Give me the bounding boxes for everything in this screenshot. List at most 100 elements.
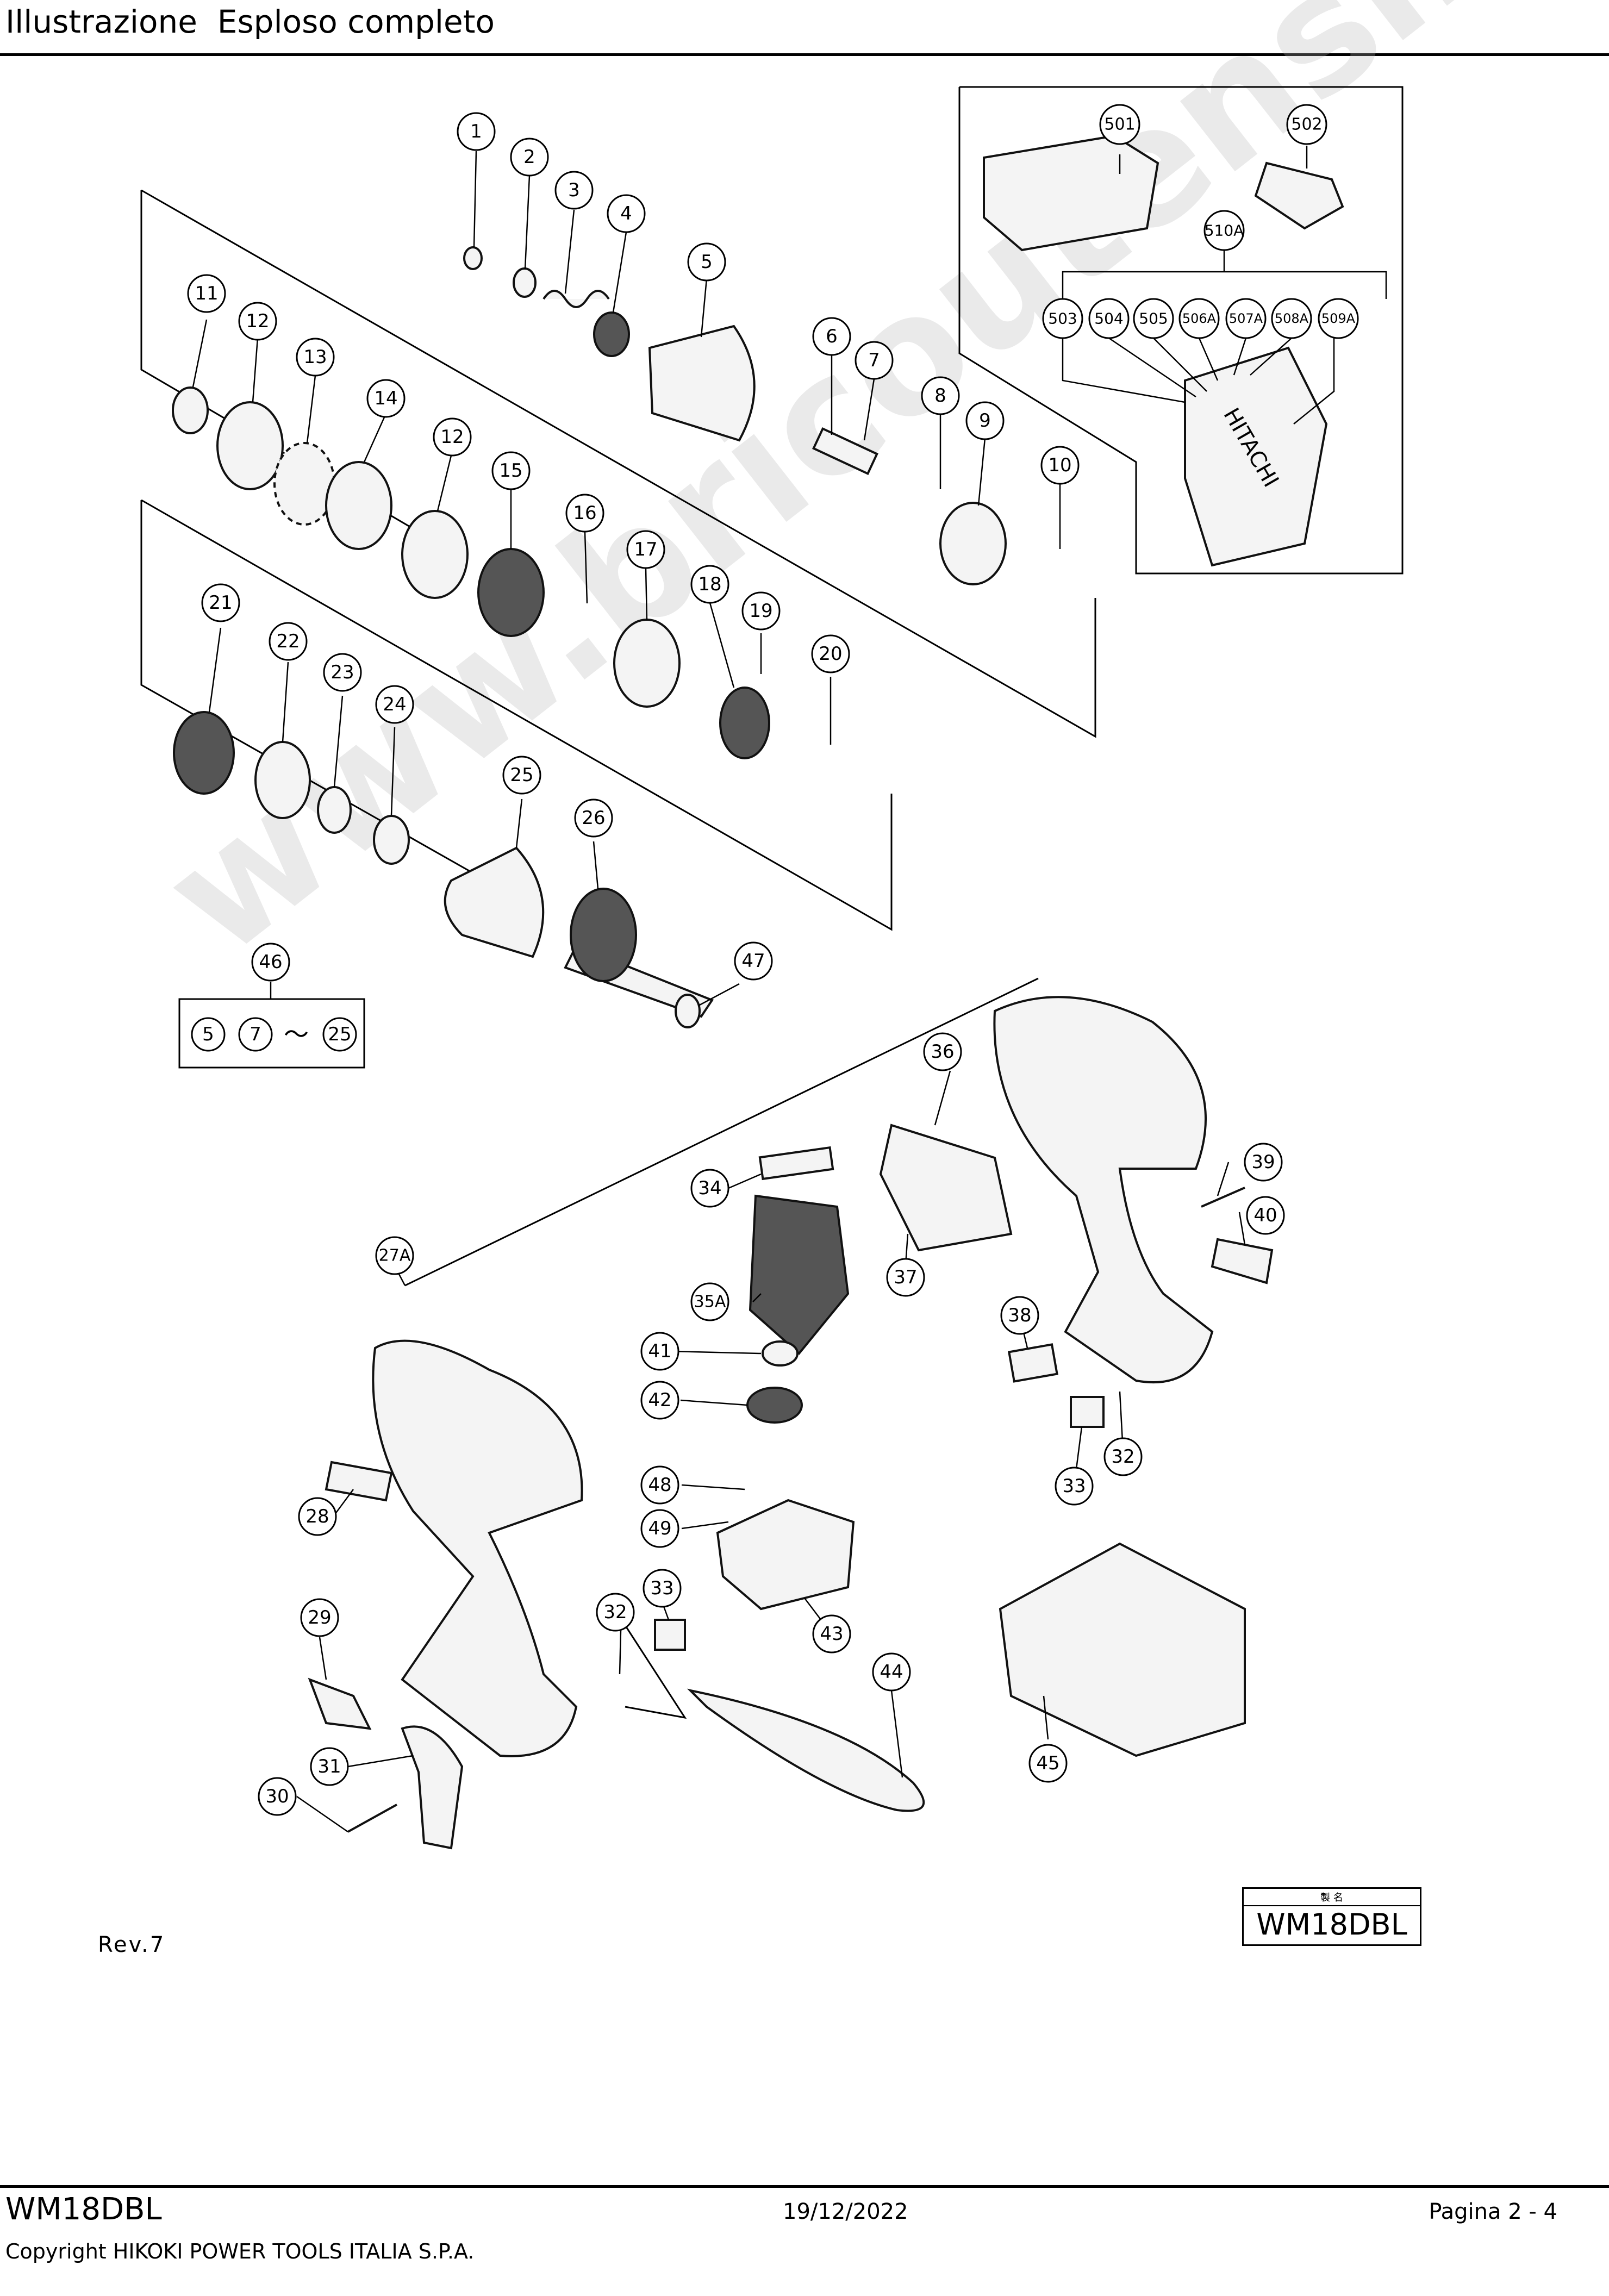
svg-text:10: 10 <box>1048 454 1071 476</box>
part-33a <box>654 1619 686 1651</box>
callout-25: 25 <box>502 756 541 795</box>
assembly-callout-7: 7 <box>238 1017 273 1052</box>
svg-text:31: 31 <box>317 1756 341 1777</box>
svg-text:3: 3 <box>568 179 580 201</box>
callout-42: 42 <box>640 1381 679 1420</box>
callout-44: 44 <box>872 1652 911 1692</box>
svg-text:12: 12 <box>440 426 464 448</box>
callout-13: 13 <box>296 338 335 377</box>
part-42 <box>746 1387 803 1424</box>
callout-6: 6 <box>812 317 851 356</box>
svg-text:41: 41 <box>648 1340 671 1362</box>
part-9 <box>939 502 1007 585</box>
svg-text:32: 32 <box>1111 1446 1134 1468</box>
part-44 <box>687 1688 925 1812</box>
tool-parts <box>308 996 1274 1850</box>
part-14 <box>325 461 392 550</box>
callout-501: 501 <box>1099 104 1140 145</box>
part-15 <box>477 548 545 637</box>
footer-date: 19/12/2022 <box>783 2199 908 2224</box>
svg-text:18: 18 <box>698 573 721 595</box>
svg-text:43: 43 <box>820 1623 843 1645</box>
svg-text:7: 7 <box>868 350 880 371</box>
footer-page-number: Pagina 2 - 4 <box>1429 2199 1557 2224</box>
callout-32b: 32 <box>1103 1437 1143 1476</box>
part-13 <box>273 442 335 526</box>
callout-507A: 507A <box>1225 298 1267 339</box>
callout-8: 8 <box>921 376 960 415</box>
header-rule <box>0 53 1609 56</box>
callout-46: 46 <box>251 943 290 982</box>
callout-18: 18 <box>690 565 729 604</box>
part-25 <box>444 846 545 958</box>
part-30 <box>347 1804 397 1833</box>
part-12b <box>401 510 469 599</box>
callout-28: 28 <box>298 1497 337 1536</box>
svg-text:47: 47 <box>741 950 765 972</box>
part-501 <box>983 134 1159 252</box>
callout-15: 15 <box>491 451 531 490</box>
callout-24: 24 <box>375 685 414 724</box>
callout-506A: 506A <box>1178 298 1220 339</box>
callout-7: 7 <box>855 341 894 380</box>
part-36 <box>879 1124 1013 1252</box>
callout-1: 1 <box>457 112 496 151</box>
svg-text:5: 5 <box>202 1024 214 1045</box>
part-33b <box>1070 1396 1105 1428</box>
assembly-callout-25: 25 <box>322 1017 357 1052</box>
part-1 <box>463 246 483 270</box>
callout-502: 502 <box>1286 104 1327 145</box>
callout-33b: 33 <box>1055 1467 1094 1506</box>
svg-text:12: 12 <box>246 310 269 332</box>
svg-text:508A: 508A <box>1275 311 1309 326</box>
callout-29: 29 <box>300 1598 339 1637</box>
callout-510A: 510A <box>1203 210 1245 251</box>
footer-model: WM18DBL <box>5 2192 162 2227</box>
svg-text:33: 33 <box>650 1577 673 1599</box>
callout-26: 26 <box>574 798 613 838</box>
model-box: 製 名 WM18DBL <box>1242 1887 1421 1946</box>
part-47 <box>675 994 701 1028</box>
parts <box>172 246 1007 1028</box>
svg-text:46: 46 <box>259 951 282 973</box>
model-box-caption: 製 名 <box>1244 1890 1420 1906</box>
svg-text:4: 4 <box>620 203 632 224</box>
svg-text:26: 26 <box>582 807 605 829</box>
part-38 <box>1007 1343 1058 1383</box>
svg-text:42: 42 <box>648 1389 671 1411</box>
svg-text:38: 38 <box>1008 1305 1031 1326</box>
svg-text:11: 11 <box>195 283 218 304</box>
svg-text:24: 24 <box>383 694 406 715</box>
part-24 <box>373 815 410 865</box>
svg-text:30: 30 <box>265 1786 289 1807</box>
part-27A <box>372 1339 583 1757</box>
svg-text:1: 1 <box>470 121 482 142</box>
callout-31: 31 <box>310 1747 349 1786</box>
svg-text:25: 25 <box>328 1024 351 1045</box>
callout-9: 9 <box>965 401 1005 440</box>
part-41 <box>762 1340 799 1367</box>
svg-text:48: 48 <box>648 1474 671 1496</box>
footer-copyright: Copyright HIKOKI POWER TOOLS ITALIA S.P.… <box>5 2239 475 2263</box>
part-right-housing <box>993 996 1214 1384</box>
svg-text:29: 29 <box>308 1607 331 1629</box>
svg-text:6: 6 <box>826 326 838 347</box>
callout-5: 5 <box>687 242 726 282</box>
svg-text:21: 21 <box>209 592 232 614</box>
svg-text:32: 32 <box>603 1601 627 1623</box>
svg-text:40: 40 <box>1253 1205 1277 1226</box>
svg-text:16: 16 <box>573 502 596 524</box>
assembly-set-46: 5 7 〜 25 <box>178 998 365 1069</box>
callout-4: 4 <box>607 194 646 233</box>
part-5 <box>648 325 756 442</box>
part-28 <box>325 1461 393 1502</box>
callout-47: 47 <box>734 941 773 981</box>
part-17 <box>613 619 681 708</box>
part-26-gear <box>570 888 637 982</box>
callout-509A: 509A <box>1318 298 1359 339</box>
svg-text:506A: 506A <box>1182 311 1217 326</box>
callout-38: 38 <box>1000 1296 1039 1335</box>
svg-text:501: 501 <box>1104 115 1135 134</box>
svg-text:14: 14 <box>374 388 397 409</box>
callouts: 1 2 3 4 5 6 7 8 9 10 11 12 13 14 12 15 1… <box>187 104 1359 1816</box>
